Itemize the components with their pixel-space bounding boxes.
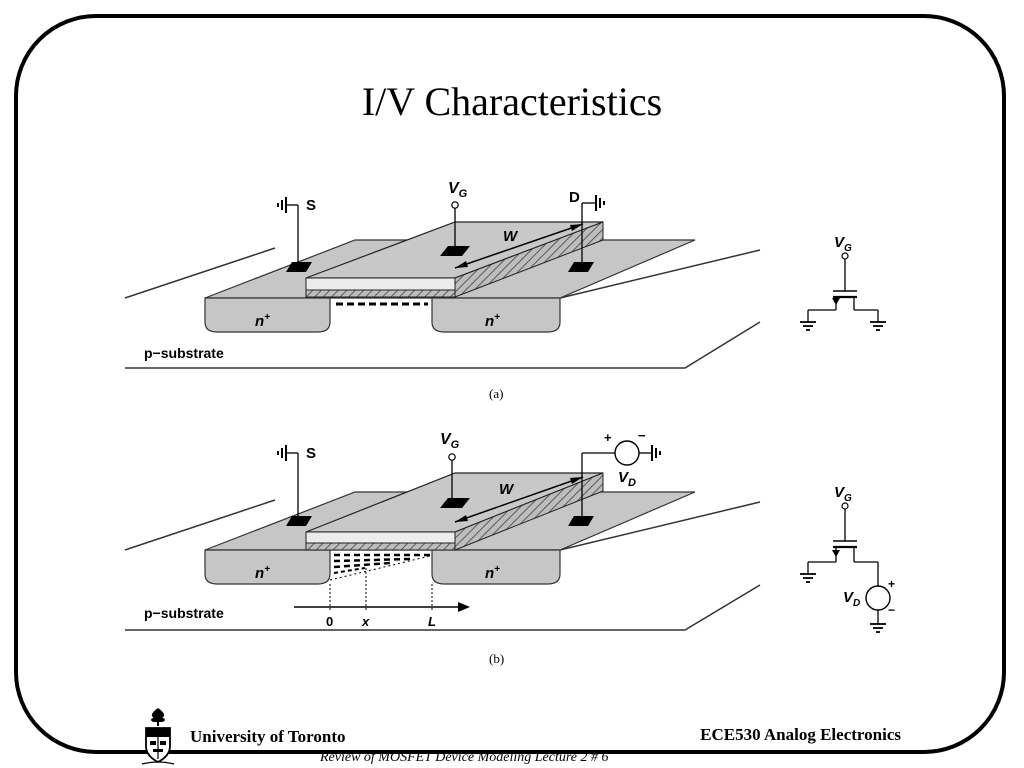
width-arrow [454, 223, 584, 269]
gate-oxide [305, 542, 456, 551]
gate-side [454, 221, 604, 298]
nmos-symbol-a: VG [800, 234, 886, 331]
footer-university: University of Toronto [190, 727, 346, 746]
drain-voltage-source [614, 440, 652, 466]
n-plus-well-left [204, 297, 331, 333]
gate-contact [440, 498, 470, 508]
gate-front [305, 277, 456, 291]
caption-b: (b) [489, 651, 504, 666]
axis-zero-label: 0 [326, 614, 333, 629]
width-label: W [503, 228, 519, 245]
ground-icon [595, 195, 605, 211]
footer-lecture: Review of MOSFET Device Modeling Lecture… [320, 750, 609, 765]
substrate-label: p−substrate [144, 345, 224, 361]
n-plus-right-label: n+ [485, 564, 500, 582]
n-plus-well-left [204, 549, 331, 585]
tapered-channel [329, 553, 431, 581]
symbol-gate-label: VG [834, 484, 852, 504]
gate-voltage-label: VG [440, 431, 460, 451]
substrate-label: p−substrate [144, 605, 224, 621]
n-plus-well-right [431, 549, 561, 585]
gate-side [454, 472, 604, 551]
drain-contact [568, 516, 594, 526]
university-crest-logo [141, 708, 175, 765]
symbol-vd-label: VD [843, 589, 860, 609]
source-contact [286, 262, 312, 272]
width-arrow [454, 476, 584, 523]
ground-icon [277, 445, 287, 461]
drain-label: D [569, 189, 580, 206]
gate-voltage-label: VG [448, 180, 468, 200]
nmos-symbol-b: VG + − VD [800, 484, 895, 633]
source-label: S [306, 445, 316, 462]
ground-icon [870, 321, 886, 331]
footer-course: ECE530 Analog Electronics [700, 725, 901, 744]
diagram-b: S VG + − VD W n+ n+ p−substrate 0 x L (b… [124, 428, 895, 666]
vd-minus-sign: − [638, 428, 646, 443]
width-label: W [499, 481, 515, 498]
caption-a: (a) [489, 386, 503, 401]
ground-icon [870, 623, 886, 633]
axis-length-label: L [428, 614, 436, 629]
n-plus-well-right [431, 297, 561, 333]
source-label: S [306, 197, 316, 214]
svg-text:−: − [888, 603, 895, 617]
n-plus-left-label: n+ [255, 564, 270, 582]
axis-x-label: x [361, 614, 370, 629]
slide-title: I/V Characteristics [361, 79, 663, 124]
gate-front [305, 531, 456, 544]
n-plus-left-label: n+ [255, 312, 270, 330]
ground-icon [277, 197, 287, 213]
ground-icon [800, 573, 816, 583]
ground-icon [800, 321, 816, 331]
vd-source-icon [865, 585, 891, 611]
drain-voltage-label: VD [618, 469, 636, 489]
symbol-gate-label: VG [834, 234, 852, 254]
svg-text:+: + [888, 577, 895, 591]
vd-plus-sign: + [604, 430, 612, 445]
gate-oxide [305, 289, 456, 298]
drain-contact [568, 262, 594, 272]
source-contact [286, 516, 312, 526]
ground-icon [651, 445, 661, 461]
slide-frame [14, 14, 1006, 754]
n-plus-right-label: n+ [485, 312, 500, 330]
diagram-a: S VG D W n+ n+ p−substrate (a) VG [124, 180, 886, 401]
